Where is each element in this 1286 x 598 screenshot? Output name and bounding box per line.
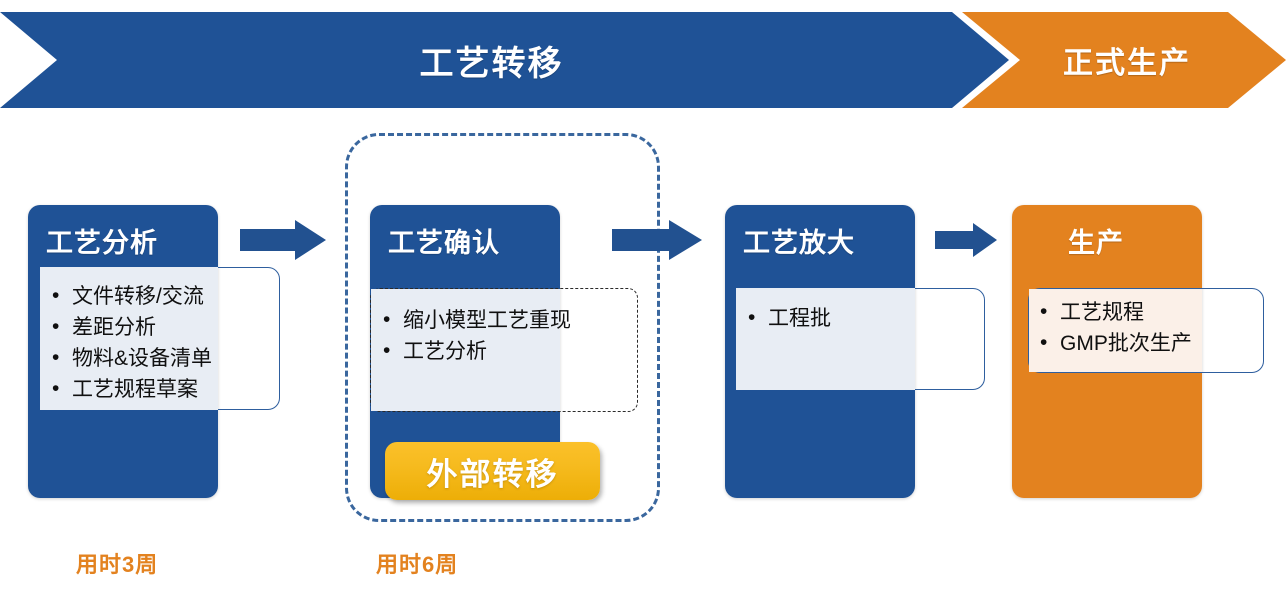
list-item: 缩小模型工艺重现 [381,304,571,336]
list-item: 工艺分析 [381,335,571,367]
list-item: 差距分析 [50,311,212,343]
list-item: 文件转移/交流 [50,280,212,312]
duration-caption-stage-2: 用时6周 [376,552,459,577]
detail-list-process-analysis: 文件转移/交流 差距分析 物料&设备清单 工艺规程草案 [50,280,212,405]
connector-arrow-1 [240,220,326,260]
connector-arrow-3 [935,223,997,257]
stage-title-process-confirmation: 工艺确认 [388,228,500,258]
stage-title-production: 生产 [1068,228,1124,258]
stage-title-process-analysis: 工艺分析 [46,228,158,258]
list-item: 工程批 [746,302,831,334]
list-item: GMP批次生产 [1038,327,1192,359]
external-transfer-badge[interactable]: 外部转移 [385,442,600,500]
list-item: 物料&设备清单 [50,342,212,374]
detail-outline-process-confirmation [370,288,638,412]
duration-caption-stage-1: 用时3周 [76,552,159,577]
banner-formal-production-label: 正式生产 [1063,47,1191,80]
detail-list-production: 工艺规程 GMP批次生产 [1038,296,1192,359]
list-item: 工艺规程草案 [50,373,212,405]
detail-outline-production [1028,288,1264,373]
stage-title-process-scaleup: 工艺放大 [743,228,855,258]
detail-list-process-scaleup: 工程批 [746,302,831,334]
banner-process-transfer: 工艺转移 [0,12,1009,108]
banner-formal-production: 正式生产 [962,12,1286,108]
external-transfer-badge-label: 外部转移 [426,456,559,492]
external-transfer-group-outline [345,133,660,522]
banner-process-transfer-label: 工艺转移 [419,44,564,83]
detail-list-process-confirmation: 缩小模型工艺重现 工艺分析 [381,304,571,367]
list-item: 工艺规程 [1038,296,1192,328]
connector-arrow-2 [612,220,706,260]
